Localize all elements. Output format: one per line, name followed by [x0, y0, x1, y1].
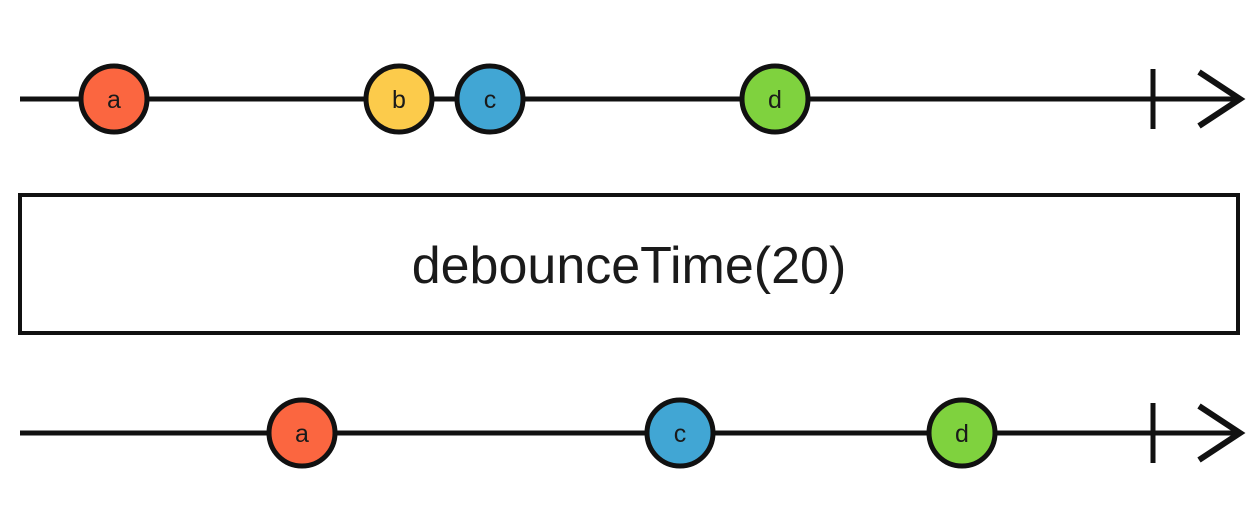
marble-b-circle[interactable]: [363, 63, 435, 135]
marble-c[interactable]: c: [644, 397, 716, 469]
marble-a-label: a: [295, 420, 309, 448]
debounce-time-operator[interactable]: debounceTime(20): [18, 193, 1240, 335]
marble-a-label: a: [107, 86, 121, 114]
marble-b[interactable]: b: [363, 63, 435, 135]
marble-c[interactable]: c: [454, 63, 526, 135]
source-timeline-arrow-icon: [1197, 69, 1246, 129]
marble-d-circle[interactable]: [926, 397, 998, 469]
marble-a-circle[interactable]: [78, 63, 150, 135]
marble-a[interactable]: a: [266, 397, 338, 469]
marble-d-label: d: [768, 86, 782, 114]
marble-d[interactable]: d: [926, 397, 998, 469]
marble-c-circle[interactable]: [454, 63, 526, 135]
marble-c-label: c: [674, 420, 687, 448]
marble-c-circle[interactable]: [644, 397, 716, 469]
source-marble-group: a b c d: [78, 63, 811, 135]
marble-a[interactable]: a: [78, 63, 150, 135]
source-observable-timeline: a b c d: [20, 63, 1246, 135]
marble-a-circle[interactable]: [266, 397, 338, 469]
marble-d-label: d: [955, 420, 969, 448]
marble-d-circle[interactable]: [739, 63, 811, 135]
marble-b-label: b: [392, 86, 406, 114]
result-timeline-arrow-icon: [1197, 403, 1246, 463]
marble-d[interactable]: d: [739, 63, 811, 135]
marble-c-label: c: [484, 86, 497, 114]
operator-label: debounceTime(20): [412, 237, 847, 295]
operator-box[interactable]: [18, 193, 1240, 335]
